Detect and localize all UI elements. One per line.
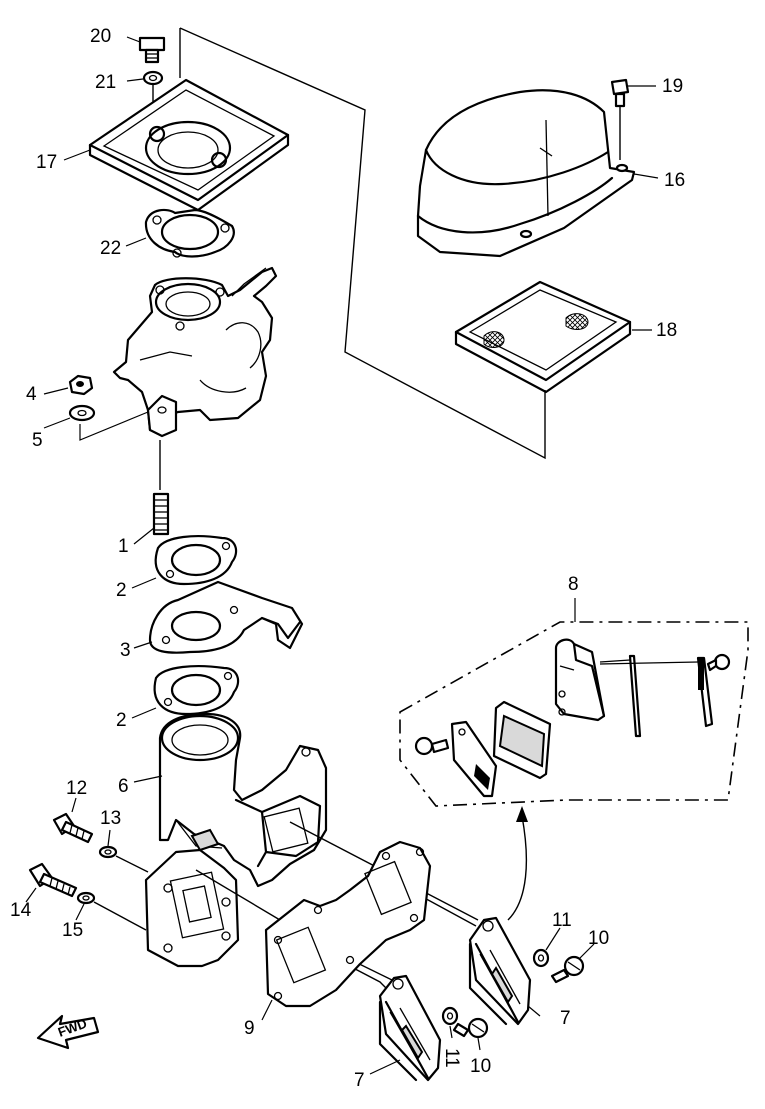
callout-19: 19 xyxy=(662,76,683,97)
assembly-line-silencer-2 xyxy=(179,27,546,460)
callout-17: 17 xyxy=(36,152,57,173)
callout-15: 15 xyxy=(62,920,83,941)
nut-4-icon xyxy=(68,374,94,396)
gasket-2-lower-icon xyxy=(153,665,240,716)
screw-10-lower-icon xyxy=(452,1017,489,1039)
carburetor-icon xyxy=(112,266,278,438)
callout-11-right: 11 xyxy=(552,910,572,931)
callout-2-lower: 2 xyxy=(116,710,127,731)
callout-20: 20 xyxy=(90,26,111,47)
callout-14: 14 xyxy=(10,900,32,921)
washer-13-icon xyxy=(98,845,118,859)
callout-4: 4 xyxy=(26,384,37,405)
washer-15-icon xyxy=(76,891,96,905)
screw-10-right-icon xyxy=(550,955,585,984)
bolt-19-icon xyxy=(610,78,630,108)
callout-10-right: 10 xyxy=(588,928,609,949)
callout-7-lower: 7 xyxy=(354,1070,365,1091)
callout-7-right: 7 xyxy=(560,1008,571,1029)
bracket-3-icon xyxy=(148,580,304,654)
callout-22: 22 xyxy=(100,238,121,259)
reed-valve-7-lower-icon xyxy=(378,974,442,1082)
callout-6: 6 xyxy=(118,776,129,797)
callout-21: 21 xyxy=(95,72,116,93)
reed-kit-8-outline xyxy=(399,621,749,807)
reed-block-icon xyxy=(144,848,240,968)
bolt-14-icon xyxy=(28,862,78,898)
callout-16: 16 xyxy=(664,170,685,191)
callout-18: 18 xyxy=(656,320,677,341)
intake-manifold-6-icon xyxy=(158,712,328,888)
bolt-12-icon xyxy=(52,812,94,844)
callout-10-lower: 10 xyxy=(470,1056,491,1077)
bolt-20-icon xyxy=(138,36,166,64)
washer-11-right-icon xyxy=(532,948,550,968)
gasket-22-icon xyxy=(144,208,235,258)
callout-13: 13 xyxy=(100,808,121,829)
gasket-2-upper-icon xyxy=(154,535,238,586)
reed-gasket-9-icon xyxy=(264,840,432,1008)
reed-kit-8-components-icon xyxy=(414,638,731,798)
washer-21-icon xyxy=(142,70,164,86)
silencer-cover-16-icon xyxy=(416,89,636,258)
exploded-view-arrow xyxy=(507,815,528,921)
callout-12: 12 xyxy=(66,778,87,799)
forward-direction-marker-icon: FWD xyxy=(36,1014,100,1050)
washer-5-icon xyxy=(68,404,96,422)
callout-8: 8 xyxy=(568,574,579,595)
reed-valve-7-right-icon xyxy=(468,916,532,1026)
washer-11-lower-icon xyxy=(441,1006,459,1026)
cover-plate-17-icon xyxy=(88,78,290,212)
stud-1-icon xyxy=(152,492,170,536)
callout-5: 5 xyxy=(32,430,43,451)
flame-arrester-18-icon xyxy=(454,280,632,394)
callout-1: 1 xyxy=(118,536,129,557)
callout-3: 3 xyxy=(120,640,131,661)
callout-11-lower: 11 xyxy=(441,1048,462,1068)
callout-2-upper: 2 xyxy=(116,580,127,601)
callout-9: 9 xyxy=(244,1018,255,1039)
